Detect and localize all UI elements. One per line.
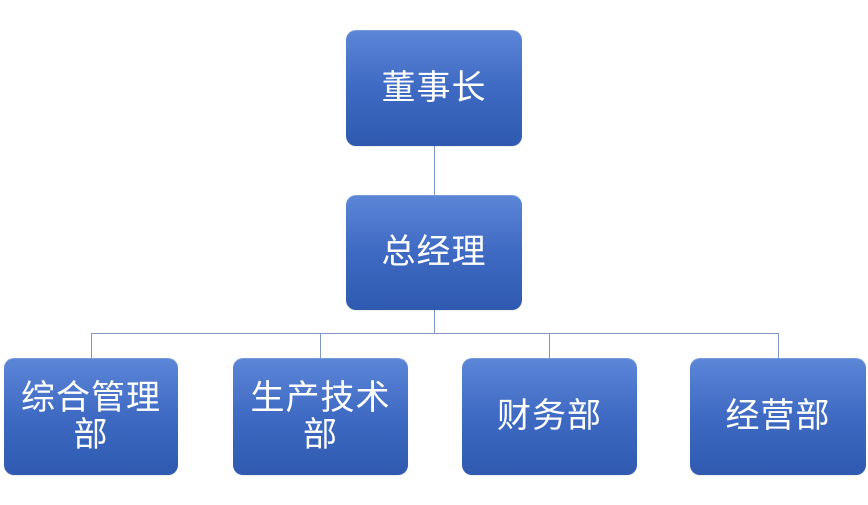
connector-drop-general-management	[91, 333, 92, 358]
chairman-label: 董事长	[381, 67, 487, 108]
department-label-finance: 财务部	[497, 396, 602, 437]
department-connector-bus	[91, 333, 779, 334]
chairman-node: 董事长	[346, 30, 522, 146]
connector-drop-production-technology	[320, 333, 321, 358]
connector-chairman-general-manager	[434, 146, 435, 195]
department-node-business: 经营部	[690, 358, 866, 475]
connector-drop-business	[778, 333, 779, 358]
department-label-business: 经营部	[725, 396, 831, 437]
department-node-finance: 财务部	[462, 358, 637, 475]
department-node-production-technology: 生产技术部	[233, 358, 408, 475]
department-label-production-technology: 生产技术部	[250, 377, 391, 455]
general-manager-node: 总经理	[346, 195, 522, 310]
general-manager-label: 总经理	[381, 232, 487, 273]
connector-general-manager-to-departments	[434, 310, 435, 333]
department-node-general-management: 综合管理部	[4, 358, 178, 475]
department-label-general-management: 综合管理部	[21, 377, 161, 455]
connector-drop-finance	[549, 333, 550, 358]
